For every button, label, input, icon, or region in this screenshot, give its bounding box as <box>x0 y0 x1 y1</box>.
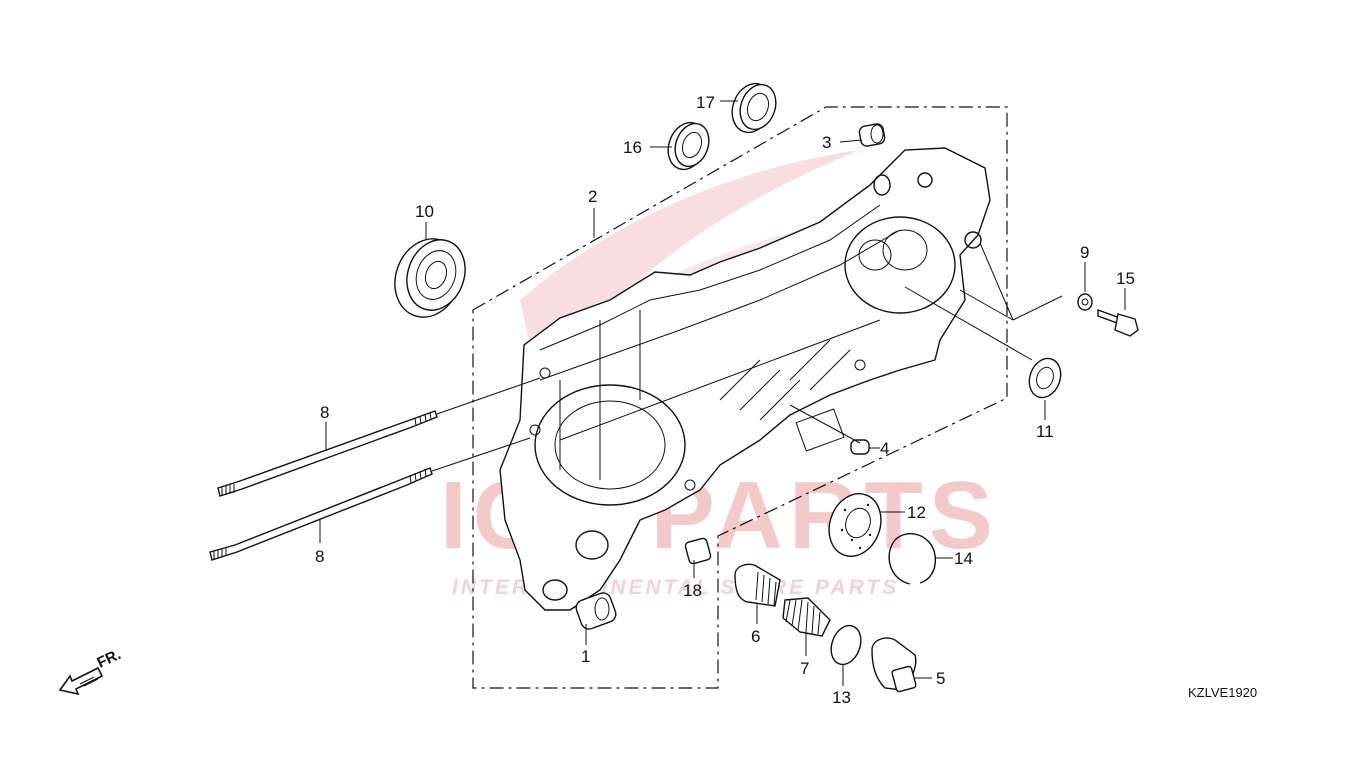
callout-16: 16 <box>623 138 642 157</box>
collar-18 <box>684 537 712 565</box>
callout-12: 12 <box>907 503 926 522</box>
stud-bolt-8-lower <box>209 467 433 561</box>
needle-bearing-1 <box>575 592 617 630</box>
callout-7: 7 <box>800 659 809 678</box>
bearing-16 <box>667 121 710 171</box>
callout-13: 13 <box>832 688 851 707</box>
stud-bolt-8-upper <box>217 410 438 497</box>
callout-10: 10 <box>415 202 434 221</box>
callout-17: 17 <box>696 93 715 112</box>
callout-14: 14 <box>954 549 973 568</box>
drain-plug-5 <box>871 637 917 693</box>
oil-filter-6 <box>734 563 781 607</box>
callout-5: 5 <box>936 669 945 688</box>
callout-11: 11 <box>1036 422 1054 441</box>
oil-seal-11 <box>1028 357 1062 399</box>
leader-lines <box>319 100 1126 686</box>
assembly-group-outline <box>472 106 1008 689</box>
callout-18: 18 <box>683 581 702 600</box>
callout-8-upper: 8 <box>320 403 329 422</box>
bearing-17 <box>731 82 777 134</box>
callout-4: 4 <box>880 439 889 458</box>
bushing-3 <box>858 123 886 147</box>
bolt-15 <box>1097 309 1139 337</box>
o-ring-13 <box>830 624 862 666</box>
circlip-14 <box>888 533 937 585</box>
callout-9: 9 <box>1080 243 1089 262</box>
callout-1: 1 <box>581 647 590 666</box>
dowel-4 <box>850 439 870 455</box>
front-direction-marker: FR. <box>58 646 124 696</box>
spring-7 <box>782 597 831 637</box>
callout-6: 6 <box>751 627 760 646</box>
washer-9 <box>1077 293 1093 311</box>
diagram-code: KZLVE1920 <box>1188 685 1257 700</box>
callout-8-lower: 8 <box>315 547 324 566</box>
callout-numbers: 2 3 17 16 10 4 8 8 9 15 11 1 18 12 14 6 … <box>315 93 1135 707</box>
front-label: FR. <box>95 646 124 672</box>
left-crankcase <box>499 147 991 611</box>
bearing-10 <box>394 238 466 318</box>
callout-2: 2 <box>588 187 597 206</box>
strainer-screen-12 <box>828 493 882 557</box>
front-arrow-icon <box>58 666 104 696</box>
callout-3: 3 <box>822 133 831 152</box>
watermark-tagline: INTERCONTINENTAL SPARE PARTS <box>452 576 899 599</box>
callout-15: 15 <box>1116 269 1135 288</box>
